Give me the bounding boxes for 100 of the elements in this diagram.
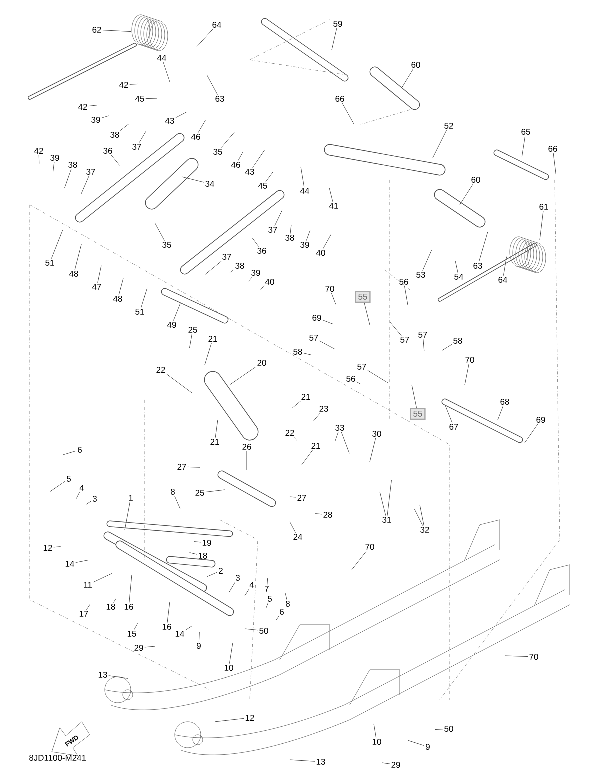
callout-number: 12 (44, 545, 52, 551)
callout-number: 39 (92, 117, 100, 123)
callout-number: 14 (66, 561, 74, 567)
leader-line (38, 154, 40, 164)
callout-number: 68 (500, 399, 510, 405)
leader-line (204, 342, 212, 366)
leader-line (374, 724, 377, 738)
callout-number: 9 (426, 744, 430, 750)
callout-number: 57 (400, 337, 410, 343)
leader-line (204, 260, 222, 276)
leader-line (196, 28, 214, 48)
leader-line (118, 278, 124, 296)
leader-line (86, 604, 91, 610)
leader-line (76, 560, 88, 564)
callout-number: 33 (336, 425, 344, 431)
leader-line (134, 623, 138, 630)
leader-line (503, 256, 508, 276)
callout-number: 39 (50, 155, 60, 161)
leader-line (113, 598, 117, 604)
callout-number: 21 (208, 336, 218, 342)
drawing-code: 8JD1100-M241 (30, 755, 86, 761)
callout-number: 44 (157, 55, 166, 61)
leader-line (387, 480, 392, 516)
leader-line (139, 131, 146, 144)
callout-number: 39 (252, 270, 260, 276)
leader-line (285, 593, 288, 600)
callout-number: 7 (265, 586, 269, 592)
leader-line (460, 184, 474, 206)
leader-line (292, 400, 302, 408)
callout-number: 51 (136, 309, 144, 315)
leader-line (252, 238, 260, 248)
leader-line (130, 84, 139, 85)
callout-number: 30 (372, 431, 382, 437)
callout-number: 21 (210, 439, 220, 445)
leader-line (215, 420, 218, 438)
leader-line (274, 210, 283, 226)
callout-number: 9 (197, 643, 201, 649)
callout-number: 42 (34, 148, 44, 154)
leader-line (111, 154, 120, 166)
leader-line (190, 334, 192, 348)
callout-number: 6 (280, 609, 284, 615)
callout-number: 41 (329, 203, 338, 209)
callout-number: 58 (454, 338, 462, 344)
leader-line (302, 450, 314, 466)
callout-number: 43 (165, 118, 174, 124)
leader-line (76, 492, 80, 500)
callout-number: 70 (326, 286, 334, 292)
leader-line (404, 286, 408, 306)
leader-line (332, 28, 338, 50)
callout-number: 25 (188, 327, 198, 333)
callout-number: 58 (294, 349, 302, 355)
callout-number: 70 (530, 654, 538, 660)
callout-number: 20 (258, 360, 266, 366)
leader-line (370, 438, 376, 462)
leader-line (380, 492, 386, 516)
callout-number: 49 (167, 322, 176, 328)
leader-line (352, 550, 367, 570)
leader-line (54, 546, 62, 548)
leader-line (553, 152, 556, 175)
callout-number: 66 (548, 146, 558, 152)
leader-line (188, 466, 200, 468)
callout-number: 21 (312, 443, 320, 449)
callout-number: 24 (294, 534, 302, 540)
callout-number: 66 (336, 96, 344, 102)
leader-line (341, 432, 350, 454)
callout-number: 50 (260, 628, 268, 634)
leader-line (166, 374, 192, 394)
leader-line (244, 628, 258, 631)
leader-line (221, 132, 236, 148)
leader-line (229, 582, 236, 592)
leader-line (290, 496, 296, 498)
callout-number: 59 (334, 21, 342, 27)
callout-number: 63 (474, 263, 482, 269)
leader-line (163, 62, 170, 82)
leader-line (524, 424, 538, 444)
leader-line (290, 224, 292, 234)
leader-line (198, 120, 206, 134)
leader-line (88, 105, 98, 107)
leader-line (464, 364, 470, 386)
callout-number: 64 (212, 22, 222, 28)
callout-number: 43 (245, 169, 254, 175)
callout-number: 53 (416, 272, 426, 278)
leader-line (402, 68, 414, 88)
leader-line (206, 490, 226, 493)
callout-number: 62 (92, 27, 102, 33)
leader-line (124, 502, 130, 530)
callout-number: 48 (113, 296, 122, 302)
callout-number: 56 (346, 376, 356, 382)
leader-line (52, 162, 55, 173)
callout-number: 37 (268, 227, 278, 233)
leader-line (174, 496, 181, 510)
callout-number: 16 (162, 624, 172, 630)
callout-number: 69 (536, 417, 546, 423)
leader-line (522, 136, 526, 157)
callout-number: 50 (444, 726, 454, 732)
callout-number: 17 (80, 611, 88, 617)
leader-line (102, 116, 110, 118)
callout-number: 38 (68, 162, 78, 168)
leader-line (423, 338, 425, 352)
leader-line (230, 270, 234, 274)
